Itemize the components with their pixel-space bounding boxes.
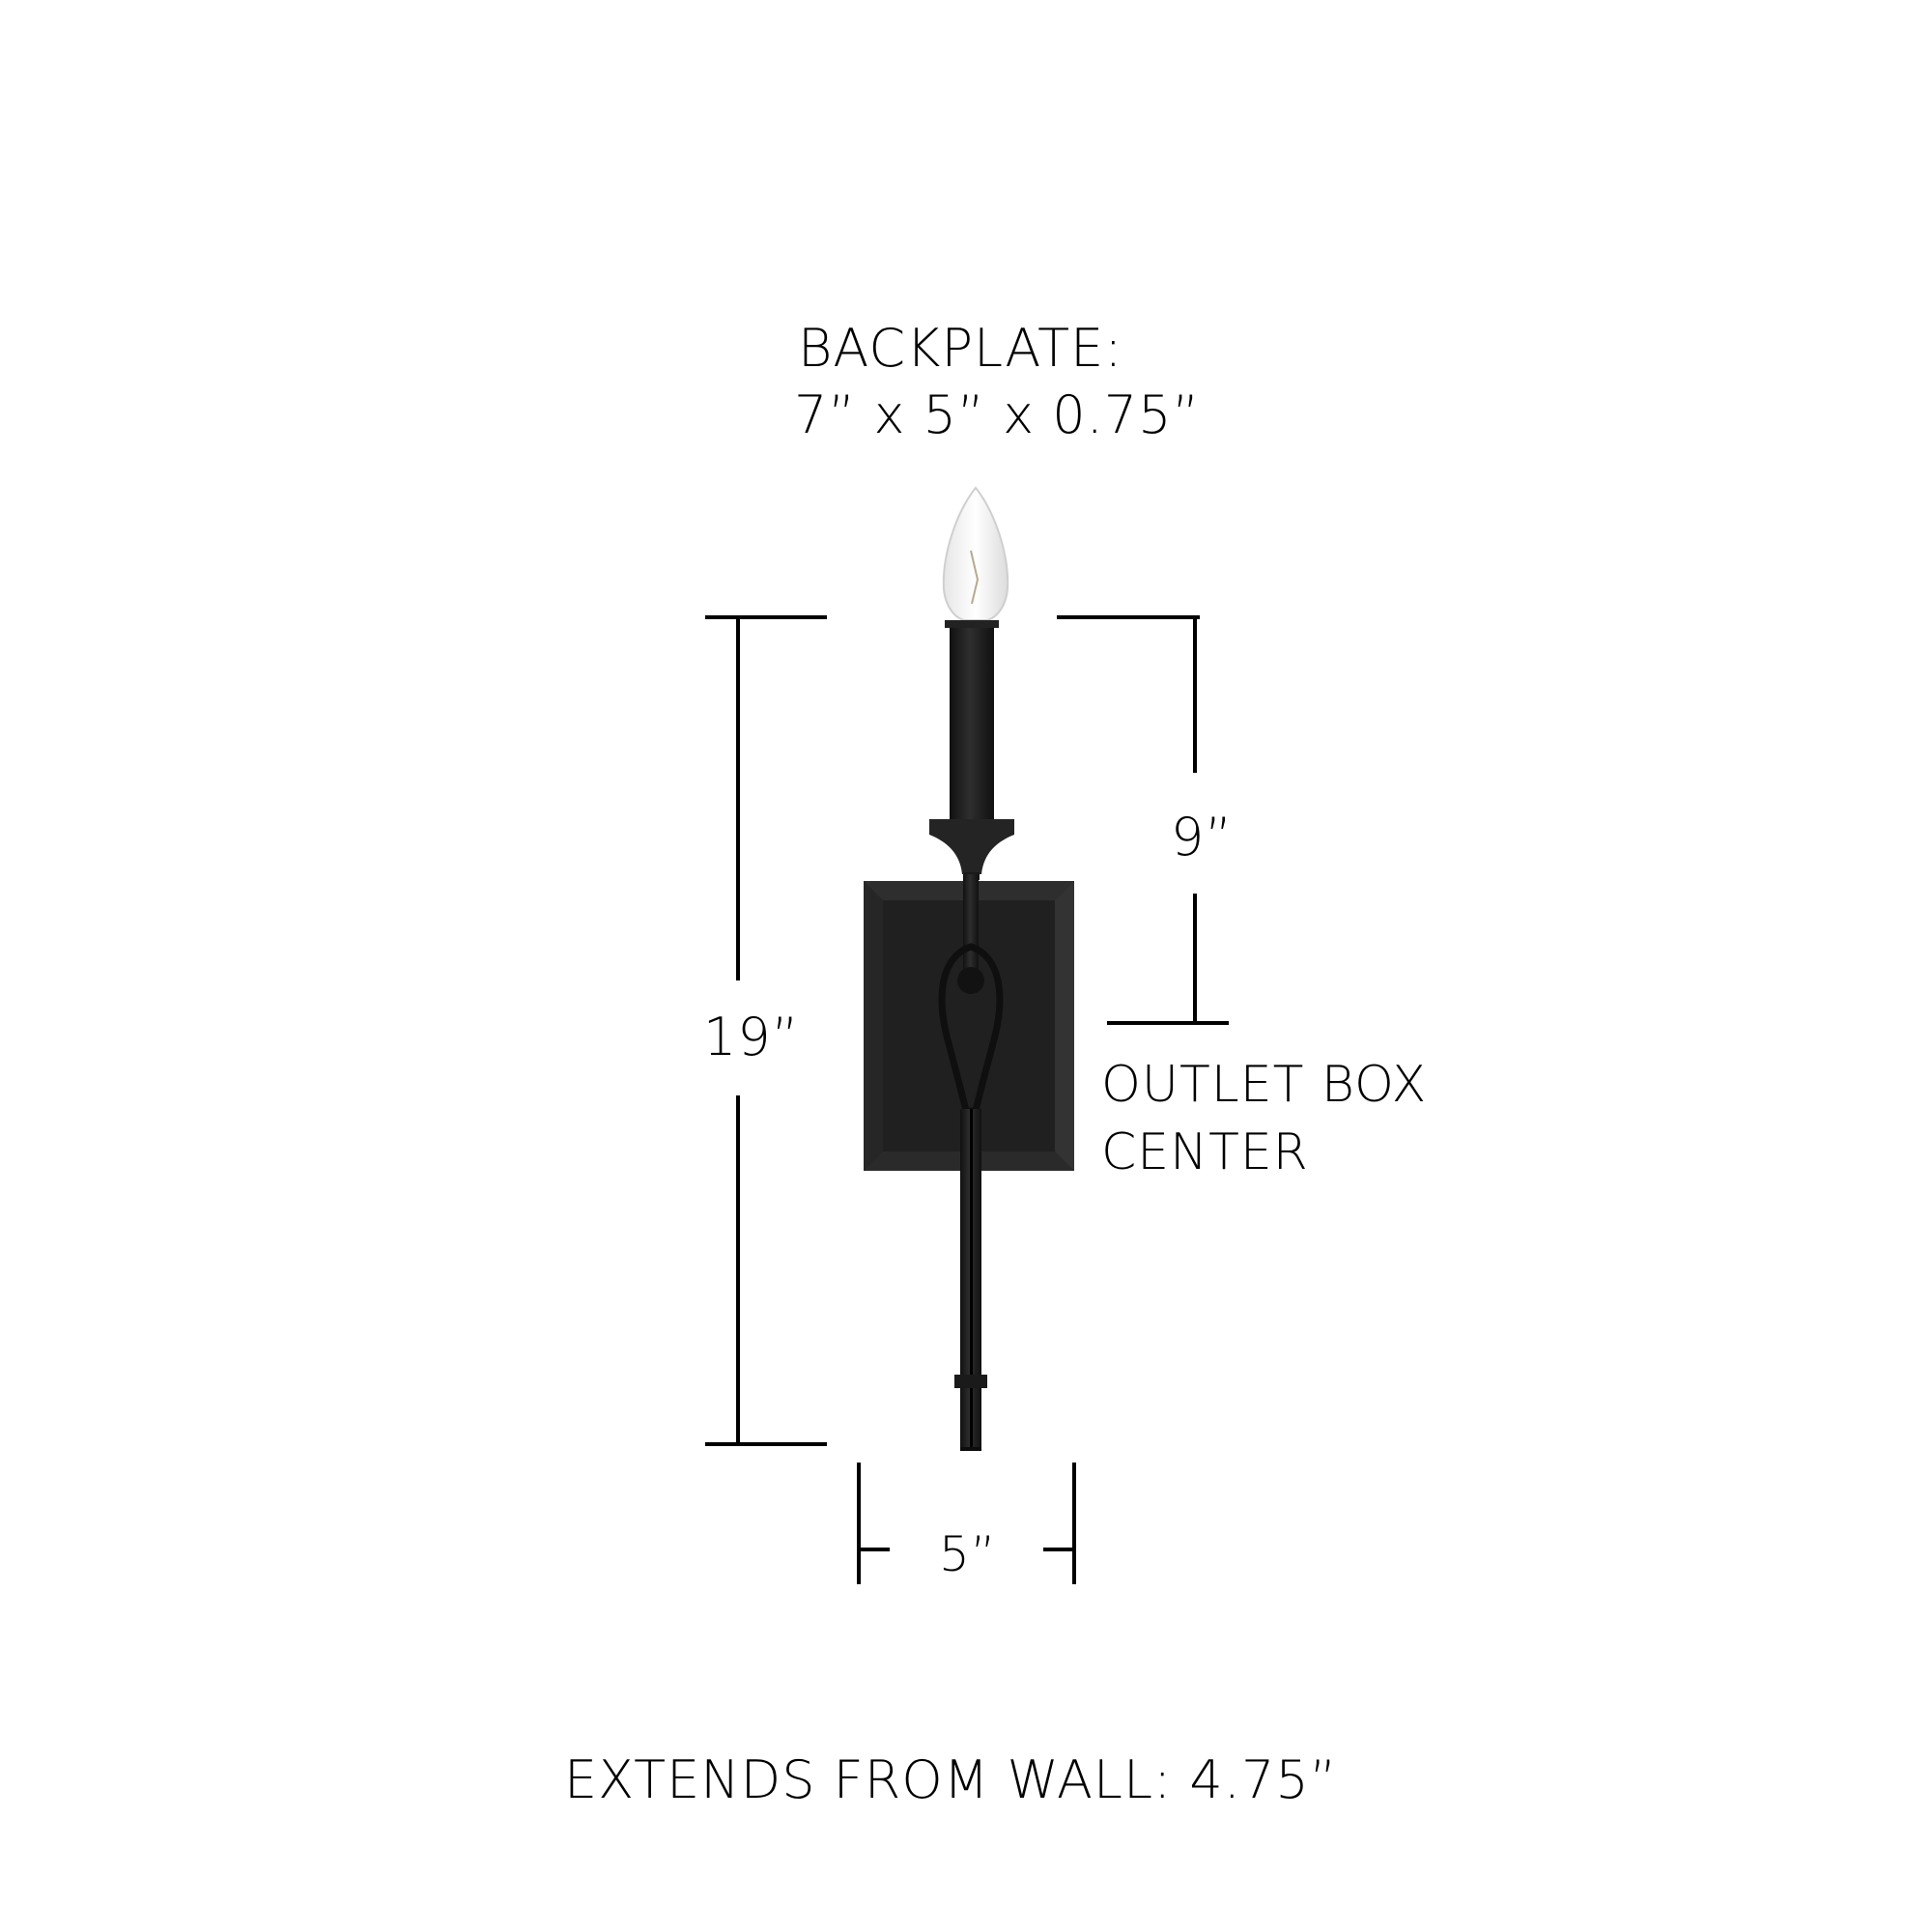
height-label: 19” bbox=[703, 1007, 800, 1067]
stem-collar bbox=[954, 1375, 987, 1388]
backplate-heading: BACKPLATE: bbox=[798, 318, 1123, 379]
outlet-label-line2: CENTER bbox=[1101, 1123, 1309, 1181]
height-bracket-bottom-tick bbox=[705, 1442, 827, 1446]
candelabra-bulb-icon bbox=[942, 486, 1009, 621]
outlet-bracket-top-tick bbox=[1057, 615, 1200, 619]
width-bracket-left-line bbox=[857, 1463, 861, 1584]
height-bracket-upper-line bbox=[736, 618, 740, 980]
width-bracket-right-line bbox=[1072, 1463, 1076, 1584]
width-bracket-right-tick bbox=[1043, 1548, 1074, 1551]
extension-label: EXTENDS FROM WALL: 4.75” bbox=[564, 1749, 1338, 1810]
candle-sleeve bbox=[950, 620, 994, 823]
height-bracket-top-tick bbox=[705, 615, 827, 619]
outlet-bracket-upper-line bbox=[1193, 618, 1197, 773]
backplate-dimensions: 7” x 5” x 0.75” bbox=[794, 384, 1201, 445]
outlet-bracket-lower-line bbox=[1193, 894, 1197, 1025]
height-bracket-lower-line bbox=[736, 1095, 740, 1445]
width-label: 5” bbox=[939, 1526, 997, 1582]
outlet-label-line1: OUTLET BOX bbox=[1101, 1056, 1428, 1114]
outlet-offset-label: 9” bbox=[1171, 807, 1234, 867]
outlet-bracket-bottom-tick bbox=[1107, 1021, 1229, 1025]
bobeche-cup bbox=[929, 819, 1014, 874]
width-bracket-left-tick bbox=[859, 1548, 890, 1551]
